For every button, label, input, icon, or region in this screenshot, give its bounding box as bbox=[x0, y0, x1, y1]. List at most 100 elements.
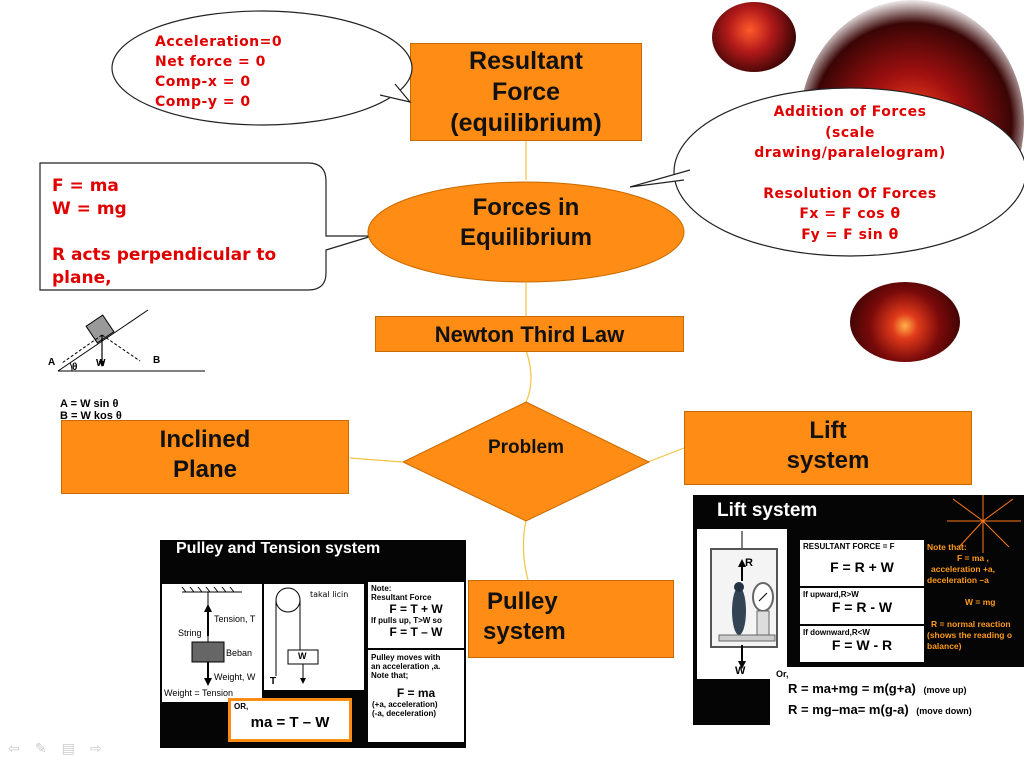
tension-label: Tension, T bbox=[214, 614, 256, 624]
pulley-w-label: W bbox=[298, 651, 307, 661]
resultant-force-box: RESULTANT FORCE = F F = R + W bbox=[800, 540, 924, 586]
node-line: Equilibrium bbox=[460, 224, 592, 251]
note-line: Resultant Force bbox=[371, 593, 432, 602]
forces-methods-note: Addition of Forces (scale drawing/parale… bbox=[730, 102, 970, 245]
incline-label-w: W bbox=[96, 358, 106, 369]
note-line: deceleration –a bbox=[927, 575, 989, 585]
incline-equation: A = W sin θ bbox=[60, 398, 119, 410]
note-line: an acceleration ,a. bbox=[371, 662, 441, 671]
note-line: (shows the reading o bbox=[927, 630, 1013, 640]
note-line: R = normal reaction bbox=[931, 619, 1011, 629]
lift-w-label: W bbox=[735, 665, 746, 677]
takal-label: takal licin bbox=[310, 590, 349, 599]
beban-label: Beban bbox=[226, 648, 253, 658]
upward-box: If upward,R>W F = R - W bbox=[800, 588, 924, 624]
note-line: plane, bbox=[52, 268, 112, 288]
note-line: (-a, deceleration) bbox=[372, 709, 437, 718]
lift-r-label: R bbox=[745, 557, 753, 569]
lift-equation: F = R - W bbox=[831, 599, 893, 615]
note-line: F = ma , bbox=[957, 553, 989, 563]
node-line: Resultant bbox=[469, 47, 583, 75]
note-line: W = mg bbox=[52, 199, 127, 219]
note-line: Note: bbox=[371, 584, 392, 593]
equilibrium-conditions-note: Acceleration=0 Net force = 0 Comp-x = 0 … bbox=[155, 32, 282, 112]
decorative-sphere bbox=[850, 282, 960, 362]
note-line: Fx = F cos θ bbox=[799, 206, 901, 222]
lift-equation: F = R + W bbox=[830, 559, 894, 575]
incline-label-theta: θ bbox=[72, 362, 78, 373]
lift-label: If upward,R>W bbox=[803, 590, 859, 599]
previous-slide-icon[interactable]: ⇦ bbox=[8, 741, 20, 757]
note-line: Acceleration=0 bbox=[155, 34, 283, 50]
note-line: Fy = F sin θ bbox=[801, 226, 899, 243]
node-line: Plane bbox=[172, 456, 238, 483]
note-line: F = ma bbox=[52, 176, 119, 196]
pulley-equation: F = T – W bbox=[389, 625, 443, 639]
note-line: Note that: bbox=[927, 542, 967, 552]
lift-wmg: W = mg bbox=[965, 597, 996, 607]
weight-label: Weight, W bbox=[214, 672, 256, 682]
newton-third-law-node: Newton Third Law bbox=[375, 316, 684, 352]
or-equation-box: OR, ma = T – W bbox=[228, 698, 352, 742]
pulley-drawing bbox=[275, 587, 319, 684]
next-slide-icon[interactable]: ⇨ bbox=[89, 741, 102, 757]
or-label: Or, bbox=[776, 669, 789, 679]
note-line: Note that; bbox=[371, 671, 409, 680]
note-line: acceleration +a, bbox=[931, 564, 996, 574]
pulley-tension-panel: Pulley and Tension system Tension, T Str… bbox=[160, 540, 466, 748]
note-line: Comp-y = 0 bbox=[155, 94, 251, 110]
incline-equation: B = W kos θ bbox=[60, 410, 122, 422]
lift-system-node: Lift system bbox=[684, 411, 972, 485]
lift-label: If downward,R<W bbox=[803, 628, 870, 637]
or-equation-inner: OR, ma = T – W bbox=[231, 701, 349, 739]
problem-node-shape bbox=[401, 401, 651, 522]
panel-title: Lift system bbox=[717, 500, 818, 521]
node-line: Lift bbox=[809, 417, 847, 444]
node-line: system bbox=[483, 618, 566, 645]
forces-in-equilibrium-node: Forces in Equilibrium bbox=[366, 193, 686, 253]
firework-decoration bbox=[947, 495, 1021, 553]
note-line: drawing/paralelogram) bbox=[754, 145, 946, 161]
pen-icon[interactable]: ✎ bbox=[34, 741, 47, 757]
pulley-figure: takal licin W T bbox=[264, 584, 364, 690]
pulley-equation: F = ma bbox=[396, 686, 436, 700]
node-line: system bbox=[786, 447, 870, 474]
string-label: String bbox=[178, 628, 202, 638]
resultant-note-box: Note: Resultant Force F = T + W If pulls… bbox=[368, 582, 464, 648]
or-label: OR, bbox=[234, 702, 249, 711]
panel-title: Pulley and Tension system bbox=[176, 540, 381, 557]
slide-navigation: ⇦ ✎ ▤ ⇨ bbox=[8, 738, 112, 757]
note-line: (+a, acceleration) bbox=[372, 700, 438, 709]
lift-equation-down: R = mg–ma= m(g-a) bbox=[788, 702, 909, 717]
pulley-t-label: T bbox=[270, 676, 277, 687]
note-line: If pulls up, T>W so bbox=[371, 616, 442, 625]
note-line: Pulley moves with bbox=[371, 653, 441, 662]
central-node-shape bbox=[367, 181, 685, 283]
resultant-force-node: Resultant Force (equilibrium) bbox=[410, 43, 642, 141]
node-line: Forces in bbox=[472, 194, 580, 221]
pulley-equation: F = T + W bbox=[389, 602, 443, 616]
pulley-equation: ma = T – W bbox=[250, 714, 330, 731]
node-line: Pulley bbox=[487, 588, 558, 615]
node-line: Inclined bbox=[159, 426, 251, 453]
lift-equation: R = ma+mg = m(g+a) (move up) bbox=[788, 681, 967, 696]
menu-icon[interactable]: ▤ bbox=[61, 741, 75, 757]
note-line: R acts perpendicular to bbox=[52, 245, 277, 265]
formula-note: F = ma W = mg R acts perpendicular to pl… bbox=[52, 175, 276, 290]
lift-system-panel: Lift system R W RESULTANT FORCE = F bbox=[693, 495, 1024, 725]
weight-tension-label: Weight = Tension bbox=[164, 688, 233, 698]
lift-equation: F = W - R bbox=[831, 637, 893, 653]
note-line: Net force = 0 bbox=[155, 54, 266, 70]
lift-figure: R W bbox=[697, 529, 787, 679]
pulley-system-node: Pulley system bbox=[468, 580, 674, 658]
normal-reaction-note: R = normal reaction (shows the reading o… bbox=[927, 619, 1024, 652]
hanging-mass-figure: Tension, T String Beban Weight, W Weight… bbox=[162, 584, 262, 702]
note-line: Resolution Of Forces bbox=[763, 185, 937, 202]
incline-label-a: A bbox=[48, 357, 56, 368]
inclined-plane-figure bbox=[57, 309, 205, 372]
lift-equation-tag: (move down) bbox=[916, 706, 972, 716]
inclined-plane-node: Inclined Plane bbox=[61, 420, 349, 494]
hanging-mass-drawing bbox=[181, 586, 242, 686]
